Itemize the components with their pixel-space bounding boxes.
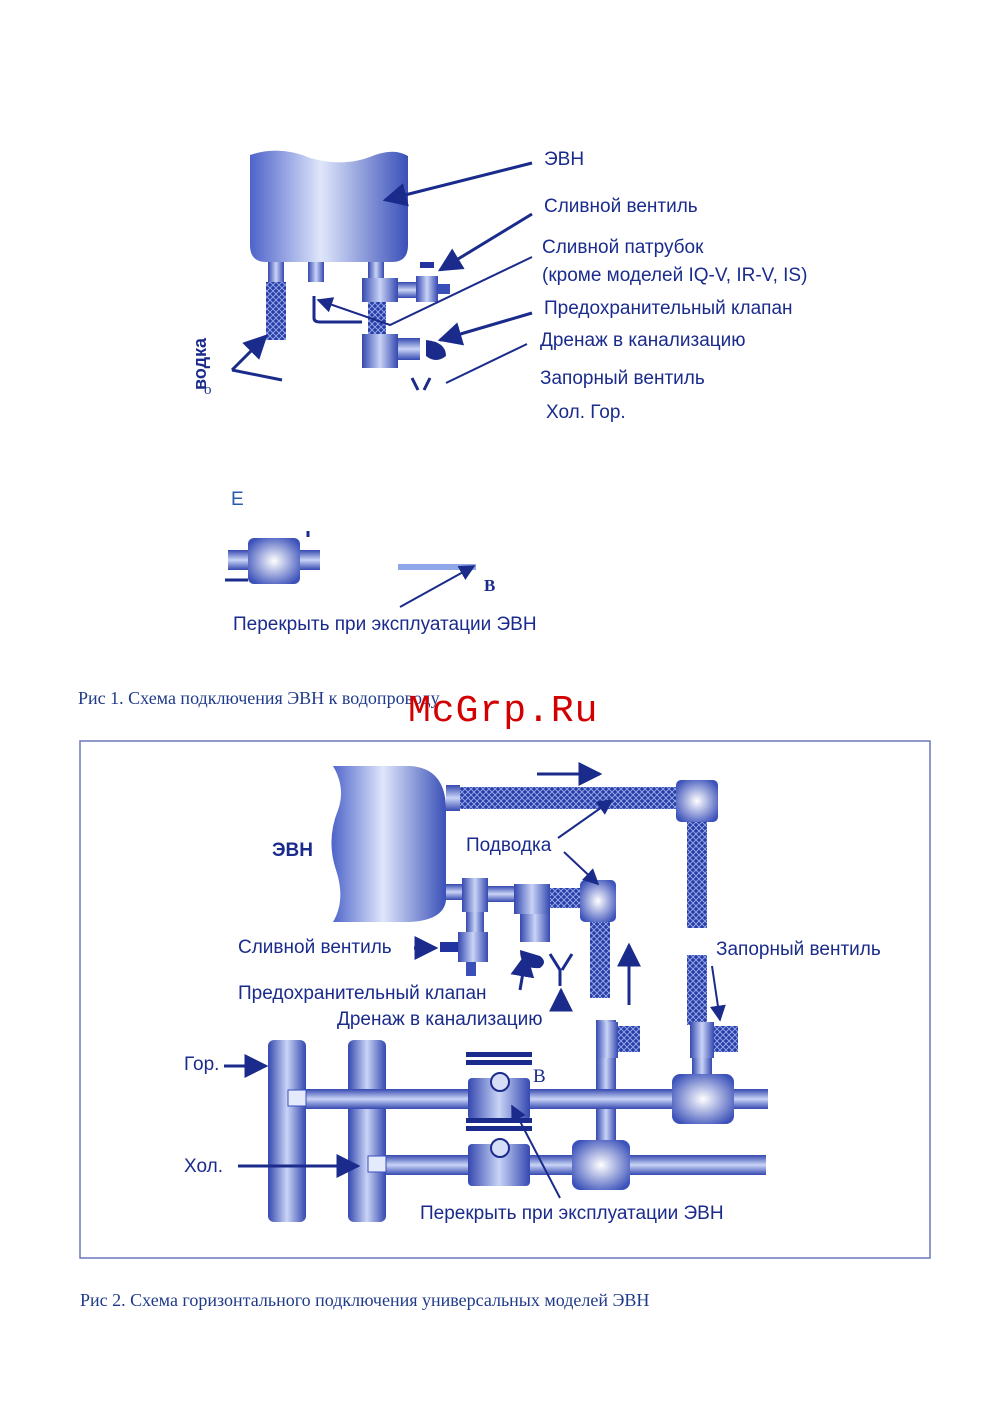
fig2-safety-body — [520, 914, 550, 942]
fig2-mid-vertical-hose — [590, 922, 610, 998]
fig1-safety-valve — [362, 334, 398, 368]
fig2-right-hose-lower — [687, 955, 707, 1025]
fig2-arrow-supply-1 — [557, 799, 614, 839]
fig2-top-hose — [460, 787, 678, 809]
fig2-arrow-supply-2 — [563, 851, 600, 886]
fig1-drain-valve-handle — [420, 262, 434, 268]
fig2-label-supply: Подводка — [466, 835, 552, 856]
fig1-drain-valve-cap — [416, 276, 438, 302]
fig1-tank — [250, 150, 408, 262]
fig2-drain-valve — [458, 932, 488, 962]
fig1-arrow-drain-valve — [437, 212, 533, 272]
fig2-riser-right-handle — [714, 1026, 738, 1052]
fig2-frame — [79, 740, 931, 1259]
fig2-label-b: В — [533, 1066, 546, 1087]
fig2-bypass-cold-valve — [468, 1144, 530, 1186]
fig2-hot-branch — [306, 1089, 768, 1109]
fig1-caption: Рис 1. Схема подключения ЭВН к водопрово… — [78, 688, 440, 708]
fig2-diagram — [224, 762, 768, 1222]
fig2-bottom-nipple — [446, 884, 464, 900]
fig1-label-cold-hot: Хол. Гор. — [546, 402, 626, 423]
fig1-drain-tee — [362, 278, 398, 302]
fig2-main-pipe-cold — [348, 1040, 386, 1222]
fig2-main-pipe-hot — [268, 1040, 306, 1222]
fig2-label-safety-valve: Предохранительный клапан — [238, 983, 487, 1004]
fig1-safety-valve-outlet — [398, 338, 420, 360]
fig1-label-close: Перекрыть при эксплуатации ЭВН — [233, 614, 537, 635]
fig1-drain-valve-spout — [438, 284, 450, 294]
fig1-arrow-supply-2 — [231, 368, 283, 382]
fig1-nipple-left — [268, 262, 284, 282]
fig2-arrow-close — [511, 1104, 561, 1199]
fig2-drain-handle — [440, 942, 458, 952]
watermark: McGrp.Ru — [408, 690, 599, 733]
fig1-arrow-close — [399, 565, 476, 608]
fig2-riser-left-handle — [618, 1026, 640, 1052]
fig1-cross-fitting — [248, 538, 300, 584]
fig2-riser-left-valve — [596, 1022, 618, 1058]
fig2-label-evn: ЭВН — [272, 840, 313, 861]
fig2-safety-valve — [514, 884, 550, 914]
fig1-label-safety-valve: Предохранительный клапан — [544, 298, 793, 319]
fig2-bypass-hot-handle — [466, 1052, 532, 1057]
fig2-drain-spout — [466, 962, 476, 976]
fig2-label-close: Перекрыть при эксплуатации ЭВН — [420, 1203, 724, 1224]
fig1-label-drain-valve: Сливной вентиль — [544, 196, 698, 217]
fig2-label-hot: Гор. — [184, 1054, 220, 1075]
fig2-tank — [331, 766, 446, 922]
fig2-bypass-hot-handle-2 — [466, 1060, 532, 1065]
fig2-label-shutoff: Запорный вентиль — [716, 939, 881, 960]
fig1-hose-left — [266, 282, 286, 340]
fig2-label-drain-valve: Сливной вентиль — [238, 937, 392, 958]
fig2-right-hose — [687, 822, 707, 928]
fig2-top-nipple — [446, 785, 460, 811]
fig1-arrow-drain-pipe — [316, 256, 533, 327]
fig2-arrow-safety — [510, 952, 535, 991]
fig2-caption: Рис 2. Схема горизонтального подключения… — [80, 1290, 650, 1310]
fig1-nipple-mid — [308, 262, 324, 282]
fig2-drain-tee — [462, 878, 488, 912]
fig1-label-drain-pipe-2: (кроме моделей IQ-V, IR-V, IS) — [542, 265, 808, 286]
fig2-arrow-shutoff — [709, 965, 726, 1022]
fig2-label-cold: Хол. — [184, 1156, 223, 1177]
fig2-cold-plug — [367, 1155, 387, 1173]
fig2-cross-cold — [572, 1140, 630, 1190]
fig2-elbow-mid — [580, 880, 616, 922]
fig1-label-shutoff: Запорный вентиль — [540, 368, 705, 389]
fig1-label-e: Е — [231, 489, 244, 510]
fig2-cross-hot — [672, 1074, 734, 1124]
fig1-diagram — [225, 150, 533, 608]
fig2-funnel — [548, 953, 574, 986]
fig2-bypass-hot-knob — [490, 1072, 510, 1092]
fig1-drain-valve-body — [398, 282, 416, 298]
fig1-pipe-b — [398, 564, 476, 570]
fig1-arrow-safety — [437, 311, 533, 346]
fig1-label-b: В — [484, 576, 496, 595]
fig2-mid-hose — [550, 888, 582, 908]
fig2-label-drainage: Дренаж в канализацию — [337, 1009, 543, 1030]
fig1-label-drain-pipe-1: Сливной патрубок — [542, 237, 704, 258]
fig1-nipple-right — [368, 262, 384, 282]
fig1-arrow-evn — [382, 161, 533, 207]
fig1-hose-right — [368, 300, 386, 334]
fig1-safety-lever — [426, 340, 446, 360]
fig1-arrow-supply-1 — [230, 334, 268, 372]
fig1-label-drainage: Дренаж в канализацию — [540, 330, 746, 351]
fig2-riser-right-valve — [690, 1022, 714, 1058]
fig1-label-evn: ЭВН — [544, 149, 585, 170]
fig2-link — [488, 886, 514, 902]
fig2-bypass-cold-handle — [466, 1118, 532, 1123]
fig2-elbow-top — [676, 780, 718, 822]
fig1-funnel — [410, 377, 432, 391]
fig1-label-small-o: о — [204, 382, 212, 398]
fig2-bypass-cold-knob — [490, 1138, 510, 1158]
fig1-drain-tube — [312, 296, 362, 324]
fig2-bypass-cold-handle-2 — [466, 1126, 532, 1131]
fig2-hot-plug — [287, 1089, 307, 1107]
fig2-drain-stem — [466, 912, 484, 932]
fig1-arrow-drainage — [445, 343, 528, 384]
